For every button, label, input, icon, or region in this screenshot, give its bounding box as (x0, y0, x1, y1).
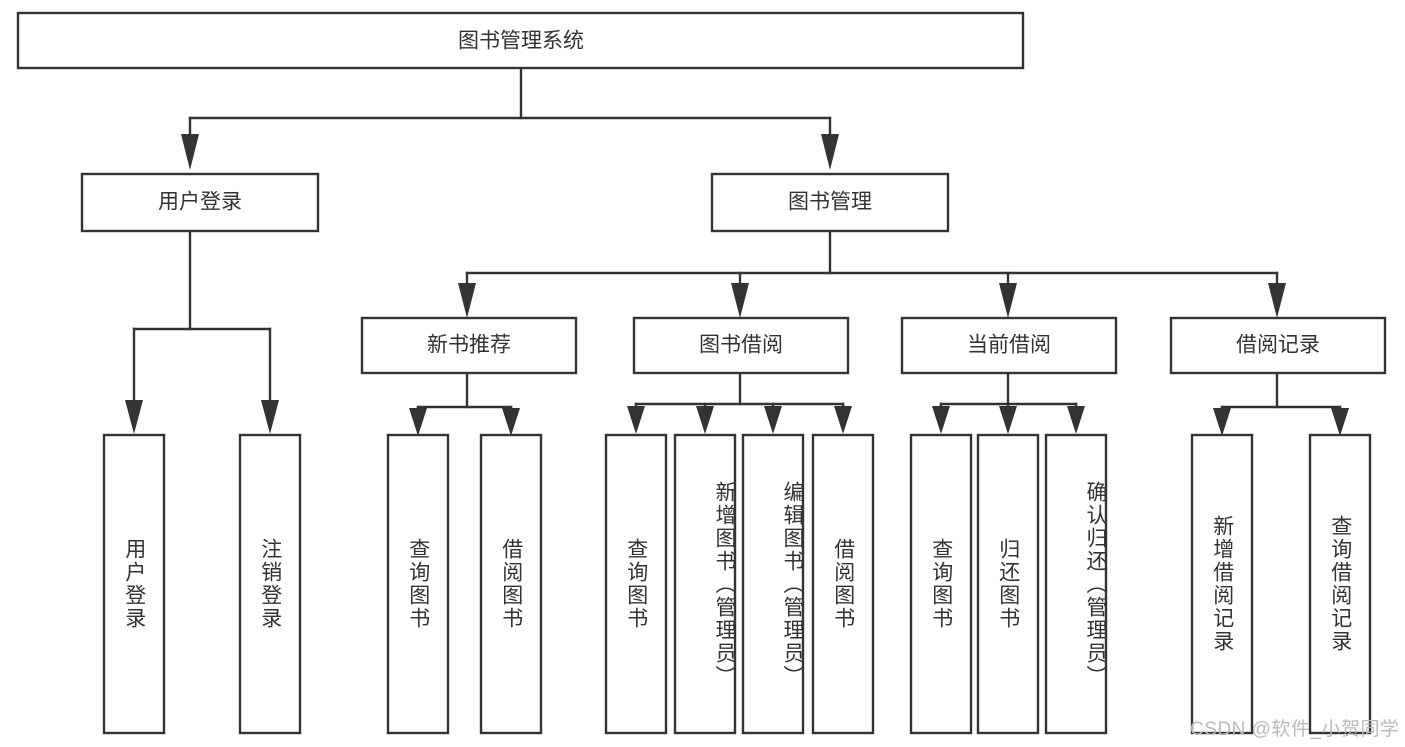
arrow-borrow-record-l1-icon (1213, 408, 1231, 436)
node-label-borrow-record: 借阅记录 (1236, 334, 1320, 357)
arrow-book-borrow-l4-icon (834, 406, 852, 434)
node-label-user-login: 用户登录 (158, 191, 242, 214)
node-box-leaf-1[interactable] (238, 433, 302, 735)
node-box-book-borrow[interactable] (632, 316, 850, 375)
node-box-leaf-10[interactable] (1044, 433, 1108, 735)
arrow-book-mgmt-b4-icon (1268, 283, 1286, 318)
connector-group-new-book (409, 371, 520, 436)
node-box-leaf-3[interactable] (479, 433, 543, 735)
node-box-leaf-8[interactable] (909, 433, 973, 735)
connector-group-borrow-record (1213, 371, 1349, 436)
arrow-user-login-l1-icon (125, 400, 143, 434)
node-box-leaf-4[interactable] (604, 433, 668, 735)
node-label-book-borrow: 图书借阅 (699, 334, 783, 357)
node-label-current-borrow: 当前借阅 (967, 334, 1051, 357)
node-box-book-management[interactable] (710, 172, 950, 233)
node-box-leaf-11[interactable] (1190, 433, 1254, 735)
node-box-leaf-0[interactable] (102, 433, 166, 735)
arrow-current-borrow-l1-icon (932, 406, 950, 434)
node-box-leaf-5[interactable] (673, 433, 737, 735)
connector-group-current-borrow (932, 371, 1085, 434)
arrow-borrow-record-l2-icon (1331, 408, 1349, 436)
node-box-borrow-record[interactable] (1169, 316, 1387, 375)
node-box-leaf-6[interactable] (741, 433, 805, 735)
arrow-root-to-book-mgmt-icon (821, 134, 839, 170)
node-box-current-borrow[interactable] (900, 316, 1118, 375)
arrow-book-borrow-l1-icon (627, 406, 645, 434)
node-box-new-book-recommend[interactable] (360, 316, 578, 375)
connector-group-book-borrow (627, 371, 852, 434)
connector-group-book-mgmt (458, 229, 1286, 318)
node-box-leaf-9[interactable] (976, 433, 1040, 735)
connector-group-user-login (125, 229, 279, 434)
node-box-leaf-2[interactable] (386, 433, 450, 735)
arrow-book-borrow-l3-icon (764, 406, 782, 434)
node-label-book-management: 图书管理 (788, 191, 872, 214)
node-box-leaf-12[interactable] (1308, 433, 1372, 735)
arrow-new-book-l1-icon (409, 408, 427, 436)
arrow-book-mgmt-b2-icon (731, 283, 749, 318)
arrow-book-mgmt-b3-icon (999, 283, 1017, 318)
node-label-root: 图书管理系统 (458, 30, 584, 53)
arrow-current-borrow-l2-icon (999, 406, 1017, 434)
node-box-leaf-7[interactable] (811, 433, 875, 735)
arrow-current-borrow-l3-icon (1067, 406, 1085, 434)
arrow-book-borrow-l2-icon (696, 406, 714, 434)
node-box-user-login[interactable] (80, 172, 320, 233)
arrow-root-to-user-login-icon (181, 134, 199, 170)
csdn-watermark: CSDN @软件_小贺同学 (1190, 719, 1400, 740)
arrow-user-login-l2-icon (261, 400, 279, 434)
node-label-new-book-recommend: 新书推荐 (427, 334, 511, 357)
connector-group-root (181, 66, 839, 170)
node-box-root[interactable] (16, 11, 1025, 70)
arrow-new-book-l2-icon (502, 408, 520, 436)
arrow-book-mgmt-b1-icon (458, 283, 476, 318)
